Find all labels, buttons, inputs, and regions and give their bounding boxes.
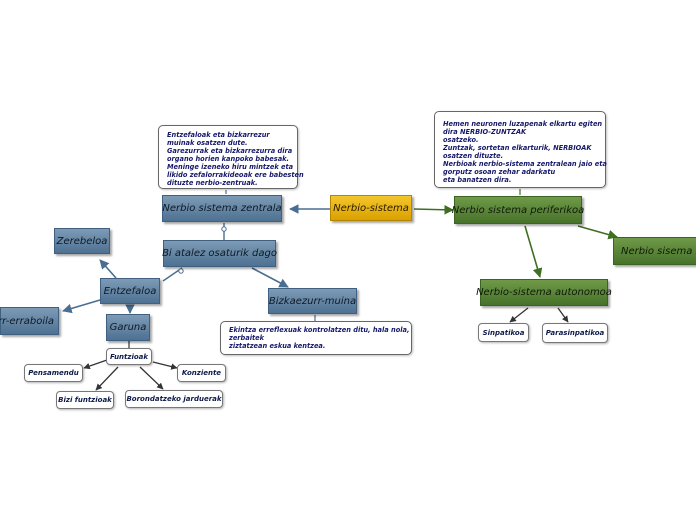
link-autonomoa-sinpatikoa bbox=[509, 307, 529, 323]
node-bizi-funtzioak[interactable]: Bizi funtzioak bbox=[56, 391, 114, 409]
node-entzefaloa[interactable]: Entzefaloa bbox=[100, 278, 160, 304]
note-line: ziztatzean eskua kentzea. bbox=[229, 342, 326, 350]
node-garuna[interactable]: Garuna bbox=[106, 314, 150, 341]
node-funtzioak[interactable]: Funtzioak bbox=[106, 348, 152, 365]
node-parasinpatikoa[interactable]: Parasinpatikoa bbox=[542, 323, 608, 343]
node-somatikoa[interactable]: Nerbio sisema som... bbox=[613, 237, 696, 265]
link-periferikoa-autonomoa bbox=[524, 225, 543, 278]
note-line: Nerbioak nerbio-sistema zentralean jaio … bbox=[443, 160, 607, 168]
note-line: likido zefalorrakideoak ere babesten bbox=[167, 171, 304, 179]
note-line: dituzte nerbio-zentruak. bbox=[167, 179, 258, 187]
link-dot bbox=[221, 226, 227, 232]
note-line: eta banatzen dira. bbox=[443, 176, 512, 184]
link-dot bbox=[178, 268, 184, 274]
note-line: Entzefaloak eta bizkarrezur bbox=[167, 131, 270, 139]
node-central[interactable]: Nerbio-sistema bbox=[330, 195, 412, 221]
note-line: organo horien kanpoko babesak. bbox=[167, 155, 290, 163]
link-biatalez-bizkaezurr bbox=[251, 267, 289, 288]
note-line: dira NERBIO-ZUNTZAK bbox=[443, 128, 527, 136]
note-line: osatzen dituzte. bbox=[443, 152, 504, 160]
link-funtzioak-borondatzeko bbox=[139, 366, 164, 390]
node-erraboila[interactable]: ...urr-erraboila bbox=[0, 307, 59, 335]
note-line: osatzeko. bbox=[443, 136, 479, 144]
note-line: Hemen neuronen luzapenak elkartu egiten bbox=[443, 120, 603, 128]
note-line: gorputz osoan zehar adarkatu bbox=[443, 168, 556, 176]
note-line: muinak osatzen dute. bbox=[167, 139, 248, 147]
node-pensamendu[interactable]: Pensamendu bbox=[24, 364, 83, 382]
link-funtzioak-pensamendu bbox=[83, 359, 108, 370]
node-konziente[interactable]: Konziente bbox=[177, 364, 226, 382]
node-zerebeloa[interactable]: Zerebeloa bbox=[54, 228, 110, 254]
note-line: zerbaitek bbox=[229, 334, 265, 342]
node-periferikoa[interactable]: Nerbio sistema periferikoa bbox=[452, 196, 584, 224]
node-sinpatikoa[interactable]: Sinpatikoa bbox=[478, 323, 529, 342]
node-bi-atalez[interactable]: Bi atalez osaturik dago bbox=[162, 240, 277, 267]
note-line: Ekintza erreflexuak kontrolatzen ditu, h… bbox=[229, 326, 410, 334]
link-autonomoa-parasinpatikoa bbox=[557, 307, 569, 323]
link-funtzioak-bizifuntzioak bbox=[95, 366, 119, 391]
note-bizkaezurr: Ekintza erreflexuak kontrolatzen ditu, h… bbox=[220, 321, 412, 355]
note-periferikoa: Hemen neuronen luzapenak elkartu egiten … bbox=[434, 111, 607, 188]
note-zentrala: Entzefaloak eta bizkarrezur muinak osatz… bbox=[158, 125, 304, 189]
node-bizkaezurr[interactable]: Bizkaezurr-muina bbox=[268, 288, 357, 314]
note-line: Zuntzak, sortetan elkarturik, NERBIOAK bbox=[443, 144, 592, 152]
note-line: Meninge izeneko hiru mintzek eta bbox=[167, 163, 294, 171]
link-central-periferikoa bbox=[413, 204, 454, 215]
link-funtzioak-konziente bbox=[152, 361, 178, 370]
link-entzefaloa-erraboila bbox=[62, 299, 101, 314]
node-autonomoa[interactable]: Nerbio-sistema autonomoa bbox=[476, 279, 612, 306]
link-entzefaloa-zerebeloa bbox=[99, 259, 117, 279]
node-zentrala[interactable]: Nerbio sistema zentrala bbox=[162, 195, 282, 222]
node-borondatzeko[interactable]: Borondatzeko jarduerak bbox=[125, 390, 223, 408]
note-line: Garezurrak eta bizkarrezurra dira bbox=[167, 147, 293, 155]
link-periferikoa-somatikoa bbox=[577, 225, 618, 240]
